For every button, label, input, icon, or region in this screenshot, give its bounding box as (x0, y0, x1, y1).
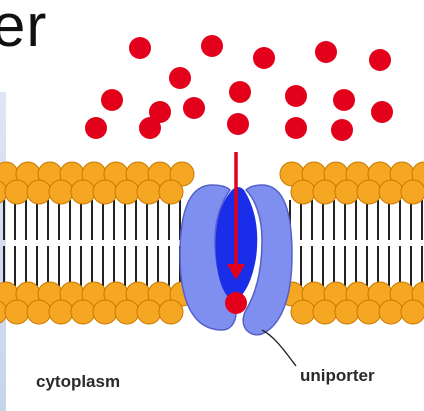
phospholipid-head (115, 180, 139, 204)
solute-molecule (183, 97, 205, 119)
uniporter-label: uniporter (300, 366, 375, 386)
phospholipid-head (137, 300, 161, 324)
phospholipid-head (291, 300, 315, 324)
phospholipid-head (27, 180, 51, 204)
solute-molecule (333, 89, 355, 111)
solute-molecule (253, 47, 275, 69)
solute-molecule (369, 49, 391, 71)
solute-molecule (139, 117, 161, 139)
phospholipid-head (5, 180, 29, 204)
solute-molecule (229, 81, 251, 103)
phospholipid-head (27, 300, 51, 324)
solute-molecule (371, 101, 393, 123)
solute-molecule (201, 35, 223, 57)
uniporter-leader-line (262, 330, 296, 366)
phospholipid-head (137, 180, 161, 204)
cytoplasm-label: cytoplasm (36, 372, 120, 392)
solute-molecule (129, 37, 151, 59)
phospholipid-head (159, 180, 183, 204)
solute-molecule (285, 117, 307, 139)
phospholipid-head (71, 180, 95, 204)
phospholipid-head (291, 180, 315, 204)
phospholipid-head (335, 300, 359, 324)
phospholipid-head (313, 300, 337, 324)
phospholipid-head (49, 300, 73, 324)
phospholipid-head (379, 180, 403, 204)
phospholipid-head (379, 300, 403, 324)
phospholipid-head (115, 300, 139, 324)
solute-molecule (85, 117, 107, 139)
phospholipid-head (71, 300, 95, 324)
phospholipid-head (313, 180, 337, 204)
solute-in-channel (225, 292, 247, 314)
solute-molecule (227, 113, 249, 135)
phospholipid-head (357, 300, 381, 324)
solute-molecule (331, 119, 353, 141)
phospholipid-head (93, 300, 117, 324)
solute-molecules (85, 35, 393, 141)
solute-molecule (101, 89, 123, 111)
phospholipid-head (93, 180, 117, 204)
phospholipid-head (335, 180, 359, 204)
solute-molecule (169, 67, 191, 89)
phospholipid-head (357, 180, 381, 204)
solute-molecule (315, 41, 337, 63)
phospholipid-head (159, 300, 183, 324)
solute-molecule (285, 85, 307, 107)
phospholipid-head (401, 180, 424, 204)
phospholipid-head (5, 300, 29, 324)
phospholipid-head (49, 180, 73, 204)
phospholipid-head (401, 300, 424, 324)
